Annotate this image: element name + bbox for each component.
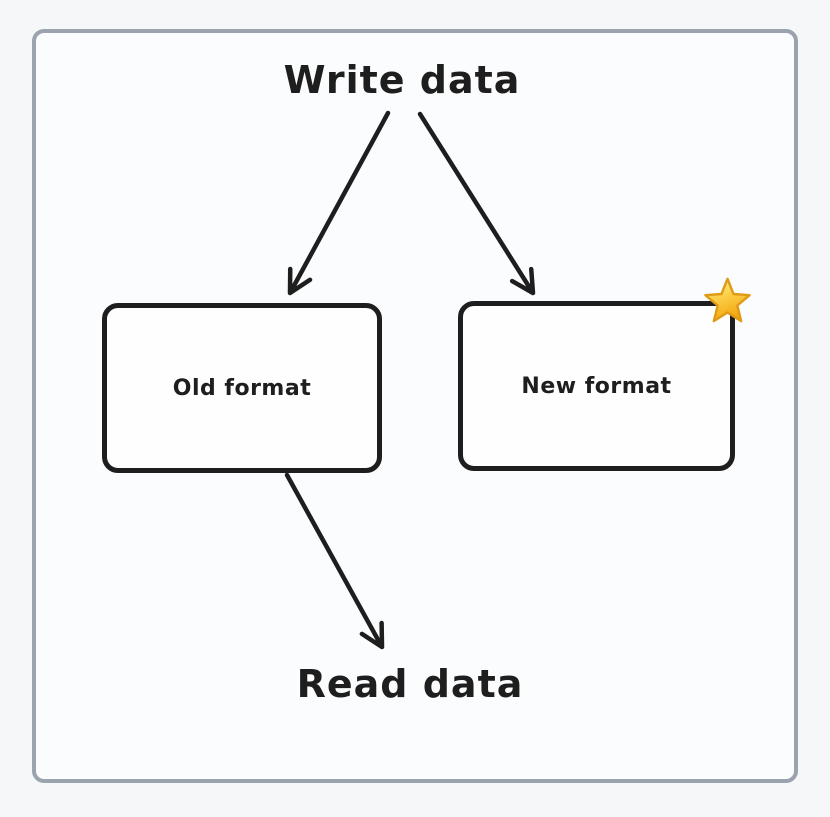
node-new-format-label: New format [521,373,672,399]
node-old-format-label: Old format [172,375,312,401]
node-new-format: New format [458,301,735,471]
node-old-format: Old format [102,303,382,473]
read-data-label: Read data [296,662,524,706]
write-data-label: Write data [283,58,521,102]
star-icon [704,277,751,323]
